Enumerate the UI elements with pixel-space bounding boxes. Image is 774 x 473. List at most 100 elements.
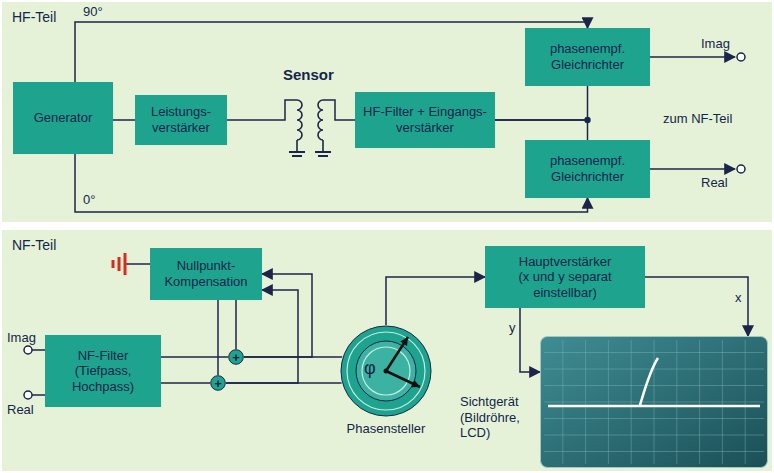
label-holder: x — [733, 290, 744, 305]
edge-label: y — [507, 320, 518, 335]
display-screen: Sichtgerät (Bildröhre, LCD) — [540, 336, 768, 468]
transformer-symbol — [289, 100, 331, 156]
text-holder: Leistungs- verstärker — [141, 104, 221, 135]
node-label: Phasensteller — [316, 421, 456, 436]
primary-coil — [297, 100, 302, 140]
signal-trace — [548, 358, 760, 406]
signal-line — [645, 277, 748, 336]
dial-hub — [384, 369, 389, 374]
sum-junction: + — [210, 375, 226, 391]
dial-graphic — [340, 325, 432, 417]
signal-line — [226, 290, 298, 383]
input-wire — [32, 394, 45, 396]
label-holder: y — [507, 320, 518, 335]
junction-outline — [211, 376, 226, 391]
label-holder: Real — [6, 402, 35, 417]
signal-line — [227, 100, 355, 120]
pointer-head — [400, 337, 408, 346]
terminal — [24, 391, 32, 399]
signal-line — [217, 300, 219, 375]
text-holder: Sichtgerät (Bildröhre, LCD) — [460, 394, 536, 441]
ground-symbol — [315, 151, 331, 153]
text-holder: + — [232, 351, 240, 364]
dial-ring — [356, 341, 416, 401]
panel: NF-TeilNullpunkt- KompensationNF-Filter … — [2, 230, 772, 471]
signal-line — [75, 154, 588, 212]
compensation-box: Nullpunkt- Kompensation — [150, 248, 262, 300]
generator-box: Generator — [13, 82, 113, 154]
secondary-coil — [318, 100, 323, 140]
screen-face — [541, 337, 768, 468]
output-wire — [650, 168, 735, 170]
signal-line — [235, 300, 237, 349]
sensor-label: Sensor — [282, 66, 335, 83]
dial-ring — [362, 347, 410, 395]
terminal — [737, 165, 745, 173]
box-label: Nullpunkt- Kompensation — [156, 258, 256, 289]
label-holder: zum NF-Teil — [662, 111, 733, 126]
note: zum NF-Teil — [662, 111, 733, 126]
ground-symbol — [292, 155, 302, 157]
box-label: HF-Filter + Eingangs- verstärker — [361, 104, 489, 135]
box-label: (x und y separat einstellbar) — [491, 269, 639, 300]
phase-label: 90° — [82, 4, 104, 19]
text-holder: HF-Filter + Eingangs- verstärker — [361, 104, 489, 135]
phase-dial: φPhasensteller — [340, 325, 432, 417]
box-label: Leistungs- verstärker — [141, 104, 221, 135]
label-holder: 90° — [82, 4, 104, 19]
sum-junction: + — [228, 349, 244, 365]
hf-outputs — [650, 53, 745, 173]
grid-line — [544, 435, 764, 436]
text-holder: Generator — [34, 110, 93, 126]
node-label: Sichtgerät (Bildröhre, LCD) — [460, 394, 536, 441]
text-holder: phasenempf. Gleichrichter — [531, 153, 644, 184]
signal-name: Real — [700, 175, 729, 190]
text-holder: Hauptverstärker — [519, 254, 611, 270]
signal-line — [495, 86, 588, 120]
signal-line — [75, 22, 588, 82]
grid-line — [544, 369, 764, 370]
plate — [118, 257, 121, 271]
dial-pointer — [386, 371, 420, 387]
dial-ring — [347, 332, 425, 410]
pointer-head — [411, 380, 420, 387]
box-label: Hauptverstärker — [519, 254, 611, 270]
text-holder: HF-Teil — [12, 9, 762, 25]
signal-line — [244, 356, 342, 358]
panel-ground — [2, 2, 772, 222]
rectifier-box: phasenempf. Gleichrichter — [525, 140, 650, 198]
text-holder: Phasensteller — [316, 421, 456, 436]
text-holder: + — [214, 377, 222, 390]
ground-symbol — [289, 151, 305, 153]
panel: HF-TeilGenerator Leistungs- verstärker HF-… — [2, 2, 772, 222]
dial-ring — [341, 326, 431, 416]
label-holder: Imag — [700, 36, 731, 51]
wire — [126, 263, 150, 265]
signal-line — [520, 308, 540, 372]
output-wire — [650, 56, 735, 58]
dial-pointer — [386, 337, 408, 371]
grid-line — [544, 418, 764, 419]
grid-line — [544, 385, 764, 386]
junction-outline — [229, 350, 244, 365]
box-label: NF-Filter (Tiefpass, Hochpass) — [51, 348, 155, 395]
reference-source-symbol — [113, 253, 150, 275]
screen-graphic — [540, 336, 768, 468]
panel-heading: HF-Teil — [12, 9, 762, 25]
text-holder: φ — [364, 358, 376, 379]
junction-dot — [584, 117, 590, 123]
amplifier-box: Hauptverstärker(x und y separat einstell… — [485, 246, 645, 308]
label-holder: Imag — [6, 330, 37, 345]
plate — [112, 260, 115, 268]
signal-line — [386, 277, 485, 325]
box-label: Generator — [34, 110, 93, 126]
edge-label: x — [733, 290, 744, 305]
filter-box: NF-Filter (Tiefpass, Hochpass) — [45, 335, 161, 407]
input-wire — [32, 349, 45, 351]
nf-inputs — [24, 346, 45, 399]
signal-name: Imag — [700, 36, 731, 51]
box-label: phasenempf. Gleichrichter — [531, 41, 644, 72]
rectifier-box: phasenempf. Gleichrichter — [525, 28, 650, 86]
grid-line — [544, 352, 764, 353]
terminal — [24, 346, 32, 354]
